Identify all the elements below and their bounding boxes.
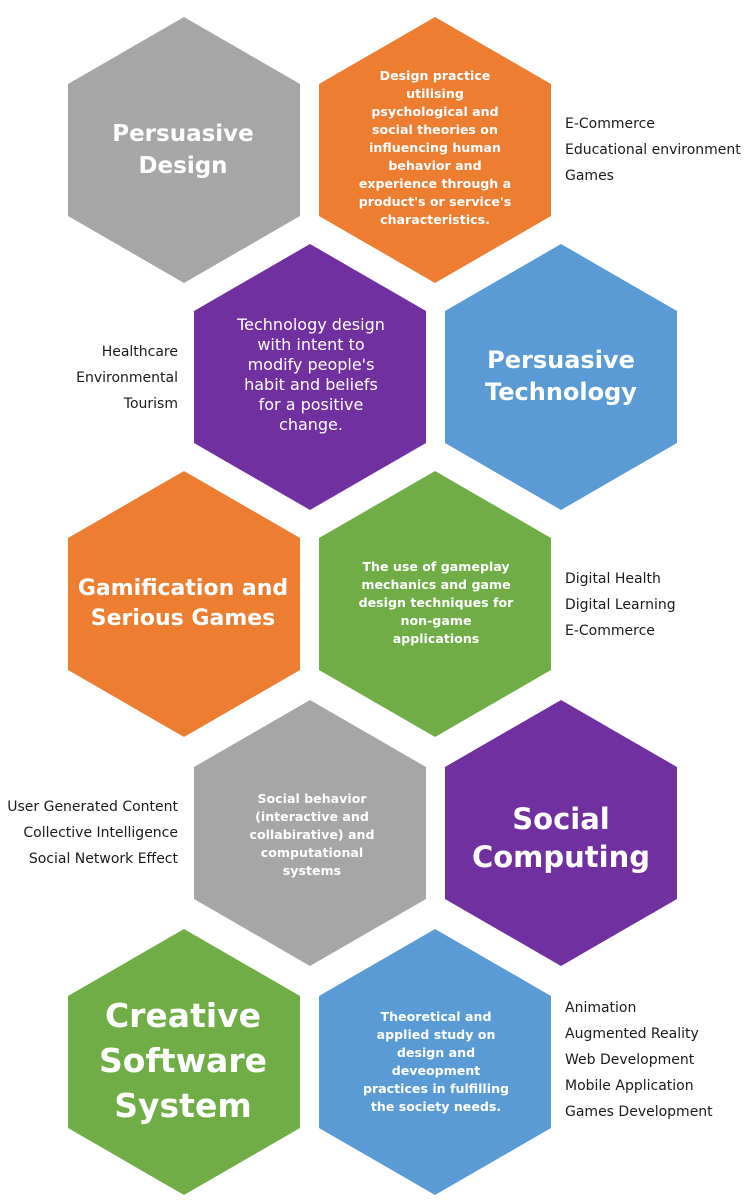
- hex-persuasive-design-title: [68, 17, 300, 283]
- application-item: Healthcare: [101, 344, 178, 360]
- hex-social-computing-title: [445, 700, 677, 966]
- title-creative-software-system: Creative Software System: [86, 990, 280, 1130]
- title-persuasive-design: Persuasive Design: [80, 100, 286, 200]
- application-item: Augmented Reality: [565, 1026, 699, 1042]
- applications-persuasive-design: E-Commerce Educational environment Games: [565, 111, 741, 189]
- hex-gamification-title: [68, 471, 300, 737]
- title-persuasive-technology: Persuasive Technology: [456, 326, 666, 426]
- description-persuasive-design: Design practice utilising psychological …: [356, 68, 514, 228]
- hex-social-computing-description: [194, 700, 426, 966]
- application-item: Mobile Application: [565, 1078, 694, 1094]
- application-item: E-Commerce: [565, 116, 655, 132]
- application-item: Games: [565, 168, 614, 184]
- title-text: Persuasive Design: [112, 121, 254, 179]
- application-item: E-Commerce: [565, 623, 655, 639]
- application-item: Educational environment: [565, 142, 741, 158]
- application-item: Collective Intelligence: [23, 825, 178, 841]
- description-text: Social behavior (interactive and collabi…: [249, 791, 375, 878]
- hex-gamification-description: [319, 471, 551, 737]
- hex-persuasive-design-description: [319, 17, 551, 283]
- title-gamification: Gamification and Serious Games: [76, 554, 290, 654]
- application-item: Social Network Effect: [28, 851, 178, 867]
- title-text: Social Computing: [471, 802, 651, 874]
- application-item: Web Development: [565, 1052, 695, 1068]
- description-text: Design practice utilising psychological …: [358, 68, 512, 227]
- description-text: Theoretical and applied study on design …: [362, 1009, 510, 1114]
- application-item: Animation: [565, 1000, 637, 1016]
- description-persuasive-technology: Technology design with intent to modify …: [232, 300, 390, 450]
- applications-gamification: Digital Health Digital Learning E-Commer…: [565, 566, 676, 644]
- description-gamification: The use of gameplay mechanics and game d…: [358, 548, 514, 658]
- title-text: Persuasive Technology: [485, 346, 637, 406]
- description-text: The use of gameplay mechanics and game d…: [358, 559, 514, 646]
- hex-creative-software-description: [319, 929, 551, 1195]
- hex-persuasive-technology-title: [445, 244, 677, 510]
- description-text: Technology design with intent to modify …: [237, 315, 385, 434]
- description-creative-software-system: Theoretical and applied study on design …: [360, 1004, 512, 1120]
- application-item: User Generated Content: [7, 799, 178, 815]
- applications-social-computing: User Generated Content Collective Intell…: [0, 794, 178, 872]
- applications-persuasive-technology: Healthcare Environmental Tourism: [0, 339, 178, 417]
- title-social-computing: Social Computing: [466, 788, 656, 888]
- application-item: Tourism: [123, 396, 178, 412]
- description-social-computing: Social behavior (interactive and collabi…: [232, 780, 392, 890]
- title-text: Creative Software System: [99, 995, 267, 1125]
- hex-persuasive-technology-description: [194, 244, 426, 510]
- applications-creative-software-system: Animation Augmented Reality Web Developm…: [565, 995, 713, 1125]
- application-item: Digital Health: [565, 571, 661, 587]
- application-item: Digital Learning: [565, 597, 676, 613]
- application-item: Environmental: [76, 370, 178, 386]
- title-text: Gamification and Serious Games: [77, 576, 289, 631]
- hex-creative-software-title: [68, 929, 300, 1195]
- application-item: Games Development: [565, 1104, 713, 1120]
